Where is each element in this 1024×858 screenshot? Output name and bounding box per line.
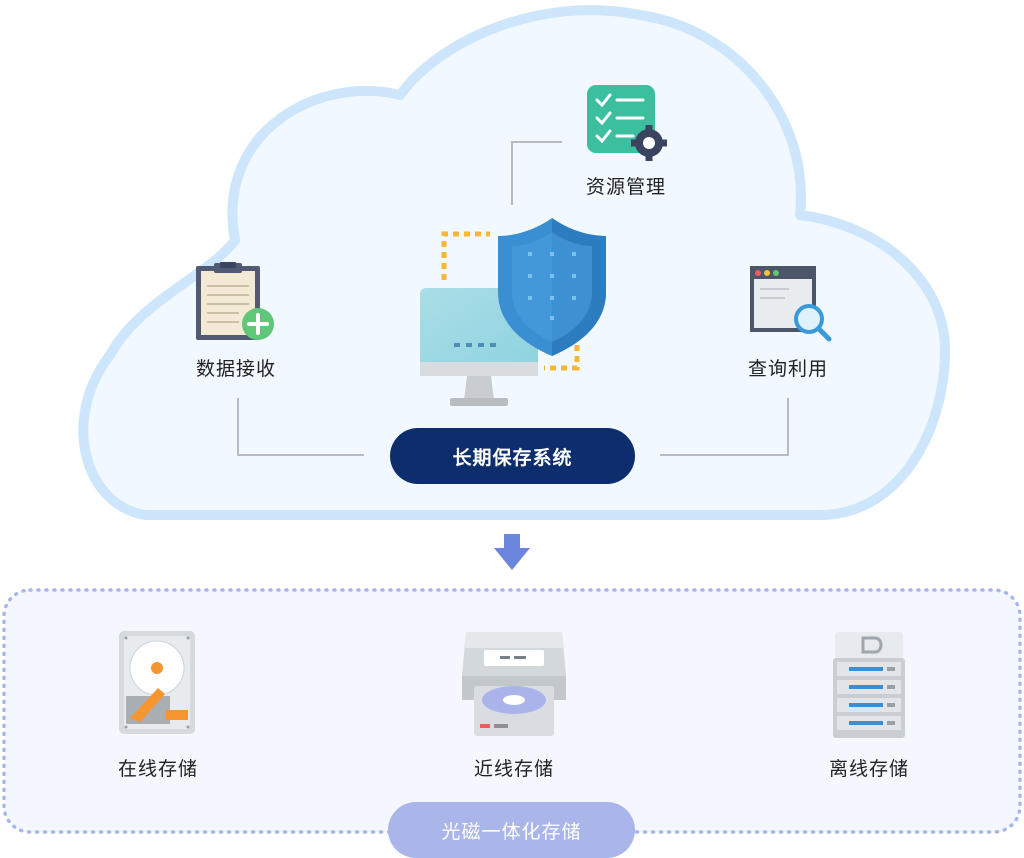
hard-disk-icon: [119, 631, 195, 734]
optical-drive-icon: [462, 632, 566, 736]
storage-label-nearline: 近线存储: [473, 758, 555, 780]
storage-label-offline: 离线存储: [828, 758, 910, 780]
checklist-gear-icon: [587, 85, 667, 161]
module-label-resource-management: 资源管理: [585, 176, 667, 198]
module-label-query-utilization: 查询利用: [747, 358, 829, 380]
monitor-shield-icon: [420, 218, 606, 406]
clipboard-plus-icon: [196, 262, 274, 340]
storage-title-pill: 光磁一体化存储: [388, 802, 635, 858]
window-search-icon: [750, 266, 832, 342]
module-label-data-receiving: 数据接收: [195, 358, 277, 380]
storage-label-online: 在线存储: [117, 758, 199, 780]
connector-lines: [237, 141, 789, 456]
core-system-pill: 长期保存系统: [390, 428, 635, 484]
server-rack-icon: [833, 632, 905, 738]
down-arrow-icon: [494, 534, 530, 570]
